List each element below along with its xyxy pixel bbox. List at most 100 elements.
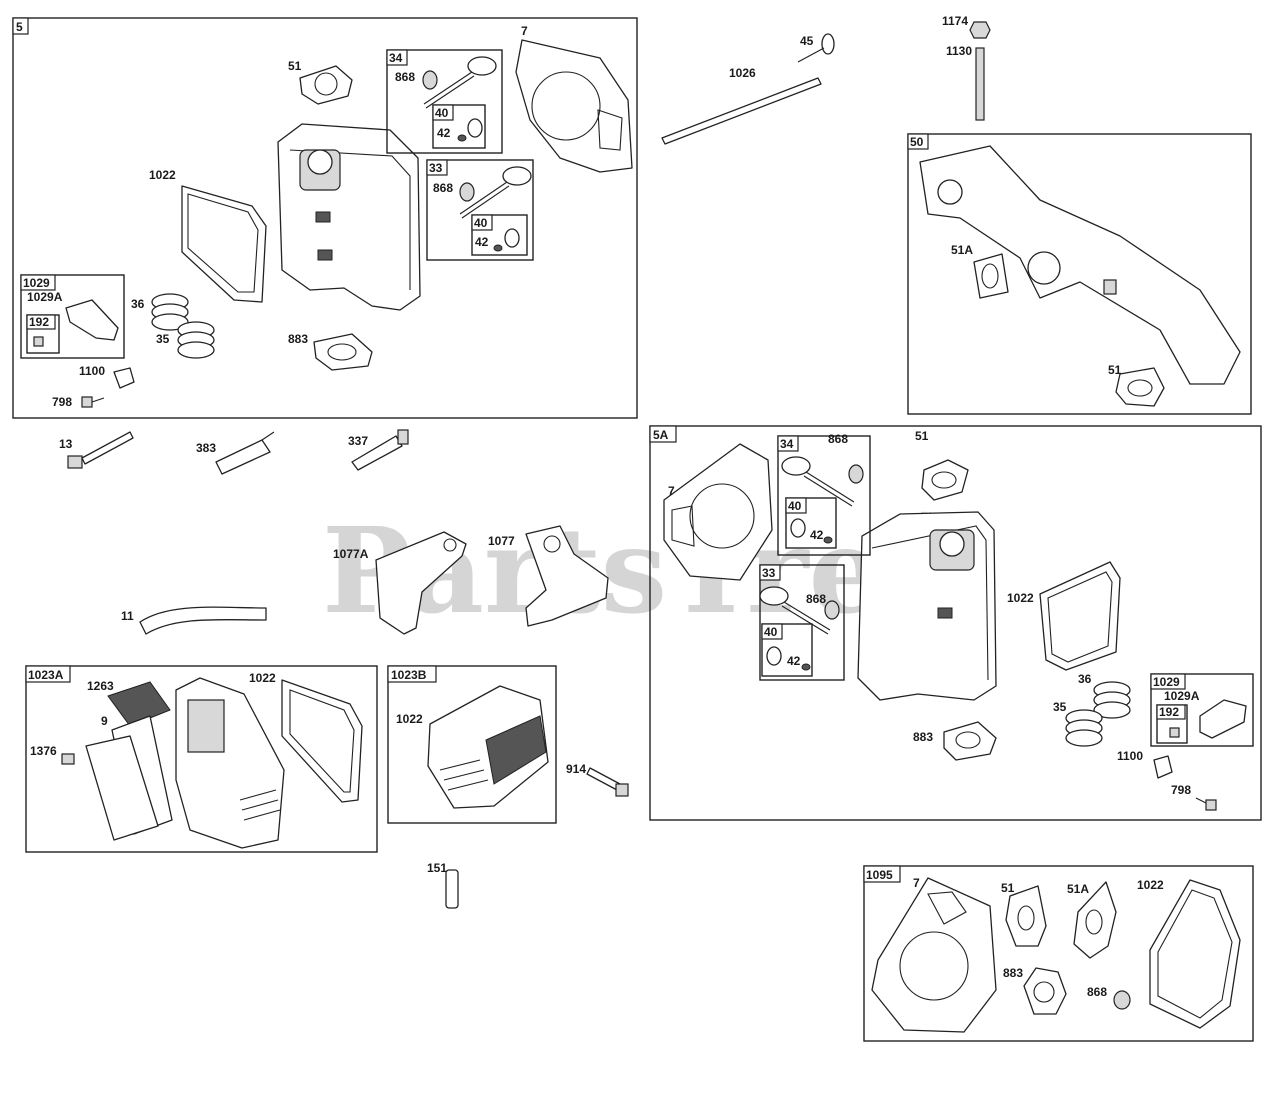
valve-34-b-head[interactable] xyxy=(781,456,811,476)
sub-1029-b-192-tag[interactable]: 192 xyxy=(1159,705,1179,719)
label-1100-b[interactable]: 1100 xyxy=(1117,749,1143,763)
label-914[interactable]: 914 xyxy=(566,762,586,776)
spark-plug-337[interactable] xyxy=(351,429,409,471)
rocker-arm-1029a-b[interactable] xyxy=(1199,699,1247,739)
label-337[interactable]: 337 xyxy=(348,434,368,448)
bolt-13[interactable] xyxy=(67,431,134,469)
cover-gasket-1022-d[interactable] xyxy=(1039,561,1121,671)
sub-33-b-40-tag[interactable]: 40 xyxy=(764,625,778,639)
keeper-42[interactable] xyxy=(457,134,467,142)
keeper-42-d[interactable] xyxy=(801,663,811,671)
sub-34-40-label-42[interactable]: 42 xyxy=(437,126,451,140)
intake-manifold[interactable] xyxy=(919,145,1241,385)
label-45[interactable]: 45 xyxy=(800,34,814,48)
gasket-883-b[interactable] xyxy=(943,721,997,761)
head-gasket-7[interactable] xyxy=(515,39,633,173)
label-883[interactable]: 883 xyxy=(288,332,308,346)
valve-spring-36-b[interactable] xyxy=(1093,681,1131,719)
sub-1029-label-1029a[interactable]: 1029A xyxy=(27,290,63,304)
seal-868[interactable] xyxy=(422,70,438,90)
label-1100[interactable]: 1100 xyxy=(79,364,105,378)
seal-868-e[interactable] xyxy=(1113,990,1131,1010)
label-36-b[interactable]: 36 xyxy=(1078,672,1092,686)
sub-33-40-label-42[interactable]: 42 xyxy=(475,235,489,249)
seal-868-c[interactable] xyxy=(848,464,864,484)
sub-34-tag[interactable]: 34 xyxy=(389,51,403,65)
stud-1130[interactable] xyxy=(975,47,985,121)
gasket-51a-b[interactable] xyxy=(1073,881,1117,959)
part-1100[interactable] xyxy=(113,367,135,389)
label-36[interactable]: 36 xyxy=(131,297,145,311)
label-1022[interactable]: 1022 xyxy=(149,168,176,182)
valve-spring-35[interactable] xyxy=(177,321,215,359)
label-1077a[interactable]: 1077A xyxy=(333,547,369,561)
label-51a-b[interactable]: 51A xyxy=(1067,882,1089,896)
label-798[interactable]: 798 xyxy=(52,395,72,409)
sub-1029-b-label-1029a[interactable]: 1029A xyxy=(1164,689,1200,703)
valve-34-head[interactable] xyxy=(467,56,497,76)
dowel-151[interactable] xyxy=(445,869,459,909)
label-798-b[interactable]: 798 xyxy=(1171,783,1191,797)
label-1376[interactable]: 1376 xyxy=(30,744,57,758)
hose-11[interactable] xyxy=(139,606,267,635)
cover-gasket-1022-b[interactable] xyxy=(281,679,363,803)
label-51-c[interactable]: 51 xyxy=(915,429,929,443)
valve-retainer-40-b[interactable] xyxy=(504,228,520,248)
head-gasket-7-b[interactable] xyxy=(663,443,773,581)
sub-34-label-868[interactable]: 868 xyxy=(395,70,415,84)
rocker-arm-1029a[interactable] xyxy=(65,299,119,341)
sub-34-b-40-label-42[interactable]: 42 xyxy=(810,528,824,542)
sub-1029-192-tag[interactable]: 192 xyxy=(29,315,49,329)
valve-spring-36[interactable] xyxy=(151,293,189,331)
sub-34-b-40-tag[interactable]: 40 xyxy=(788,499,802,513)
seal-868-b[interactable] xyxy=(459,182,475,202)
label-51-b[interactable]: 51 xyxy=(1108,363,1122,377)
sub-34-b-tag[interactable]: 34 xyxy=(780,437,794,451)
section-1095-tag[interactable]: 1095 xyxy=(866,868,893,882)
label-11[interactable]: 11 xyxy=(121,609,134,623)
nut-192-b[interactable] xyxy=(1169,727,1180,738)
label-35[interactable]: 35 xyxy=(156,332,170,346)
section-5a-tag[interactable]: 5A xyxy=(653,428,669,442)
cylinder-head[interactable] xyxy=(277,123,421,311)
label-1022-b[interactable]: 1022 xyxy=(249,671,276,685)
label-51a[interactable]: 51A xyxy=(951,243,973,257)
label-1022-c[interactable]: 1022 xyxy=(396,712,423,726)
sub-34-40-tag[interactable]: 40 xyxy=(435,106,449,120)
gasket-51-c[interactable] xyxy=(921,459,969,501)
valve-retainer-40-d[interactable] xyxy=(766,646,782,666)
cover-gasket-1022-e[interactable] xyxy=(1149,879,1241,1029)
valve-33-b-head[interactable] xyxy=(759,586,789,606)
label-51[interactable]: 51 xyxy=(288,59,302,73)
label-883-b[interactable]: 883 xyxy=(913,730,933,744)
screw-1376[interactable] xyxy=(61,753,75,765)
label-868-c[interactable]: 868 xyxy=(1087,985,1107,999)
label-9[interactable]: 9 xyxy=(101,714,108,728)
bolt-914[interactable] xyxy=(586,767,629,797)
nut-1174[interactable] xyxy=(969,21,991,39)
sub-33-label-868[interactable]: 868 xyxy=(433,181,453,195)
label-1026[interactable]: 1026 xyxy=(729,66,756,80)
sub-34-b-label-868[interactable]: 868 xyxy=(828,432,848,446)
sub-1029-tag[interactable]: 1029 xyxy=(23,276,50,290)
sub-33-b-label-868[interactable]: 868 xyxy=(806,592,826,606)
label-1130[interactable]: 1130 xyxy=(946,44,972,58)
gasket-51[interactable] xyxy=(299,65,353,105)
head-gasket-7-c[interactable] xyxy=(871,877,997,1033)
valve-retainer-40[interactable] xyxy=(467,118,483,138)
label-883-c[interactable]: 883 xyxy=(1003,966,1023,980)
sub-33-b-40-label-42[interactable]: 42 xyxy=(787,654,801,668)
label-7-b[interactable]: 7 xyxy=(668,484,675,498)
cylinder-head-b[interactable] xyxy=(857,511,997,701)
section-1023a-tag[interactable]: 1023A xyxy=(28,668,64,682)
screw-798[interactable] xyxy=(81,396,105,408)
label-151[interactable]: 151 xyxy=(427,861,447,875)
section-50-tag[interactable]: 50 xyxy=(910,135,924,149)
gasket-883-c[interactable] xyxy=(1023,967,1067,1015)
push-rod-1026[interactable] xyxy=(661,77,822,145)
label-1174[interactable]: 1174 xyxy=(942,14,968,28)
section-1023b-tag[interactable]: 1023B xyxy=(391,668,427,682)
valve-33-head[interactable] xyxy=(502,166,532,186)
seal-868-d[interactable] xyxy=(824,600,840,620)
label-35-b[interactable]: 35 xyxy=(1053,700,1067,714)
